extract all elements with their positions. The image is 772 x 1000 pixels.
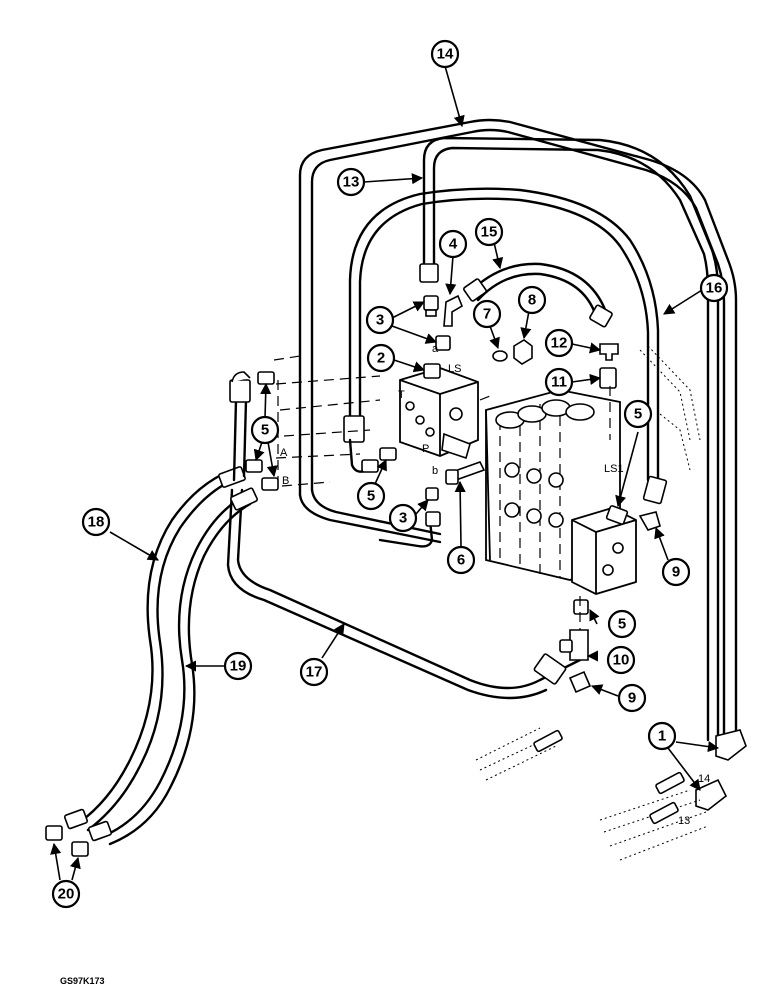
port-labels: LS LS1 A B T P a b 13 14 — [280, 343, 710, 827]
callout-13: 13 — [336, 167, 366, 197]
svg-text:11: 11 — [551, 374, 567, 391]
svg-text:5: 5 — [261, 422, 269, 439]
hose-18 — [78, 466, 246, 832]
callout-5-bottom: 5 — [607, 609, 637, 639]
svg-text:9: 9 — [628, 690, 636, 707]
callout-6: 6 — [446, 545, 476, 575]
hose-13 — [419, 136, 720, 742]
port-label-ls: LS — [448, 363, 461, 375]
fittings — [45, 294, 747, 857]
svg-text:18: 18 — [88, 514, 105, 531]
callout-8: 8 — [517, 285, 547, 315]
svg-text:17: 17 — [306, 664, 323, 681]
hose-left-vertical — [229, 371, 251, 482]
leader-arrows — [50, 65, 720, 881]
svg-text:16: 16 — [706, 280, 723, 297]
svg-text:3: 3 — [399, 510, 407, 527]
control-valve-stack — [485, 389, 637, 595]
hose-15 — [463, 262, 613, 328]
callout-11: 11 — [544, 367, 574, 397]
svg-text:10: 10 — [613, 652, 630, 669]
hose-label-14: 14 — [698, 773, 710, 785]
callout-1: 1 — [647, 721, 677, 751]
svg-text:8: 8 — [528, 292, 536, 309]
figure-code: GS97K173 — [60, 976, 105, 986]
callout-5-left: 5 — [250, 415, 280, 445]
svg-text:4: 4 — [449, 236, 458, 253]
svg-text:9: 9 — [672, 564, 680, 581]
svg-text:14: 14 — [437, 46, 454, 63]
svg-text:5: 5 — [367, 488, 375, 505]
svg-text:3: 3 — [376, 312, 384, 329]
callout-10: 10 — [606, 645, 636, 675]
svg-text:5: 5 — [634, 406, 642, 423]
callout-5-valve: 5 — [356, 481, 386, 511]
callout-20: 20 — [51, 879, 81, 909]
svg-text:2: 2 — [377, 350, 385, 367]
callout-9-upper: 9 — [661, 557, 691, 587]
callout-19: 19 — [223, 651, 253, 681]
port-label-lower-b: b — [432, 465, 438, 477]
hose-14 — [298, 118, 738, 742]
hose-label-13: 13 — [678, 815, 690, 827]
callout-16: 16 — [699, 273, 729, 303]
callout-12: 12 — [544, 328, 574, 358]
port-label-p: P — [422, 443, 429, 455]
callout-9-lower: 9 — [617, 683, 647, 713]
svg-text:15: 15 — [481, 224, 498, 241]
svg-text:5: 5 — [618, 616, 626, 633]
svg-text:7: 7 — [483, 306, 491, 323]
callout-3-lower: 3 — [388, 503, 418, 533]
callout-3-upper: 3 — [365, 305, 395, 335]
callout-14: 14 — [430, 39, 460, 69]
port-label-b: B — [282, 475, 289, 487]
callout-17: 17 — [299, 657, 329, 687]
callout-18: 18 — [81, 507, 111, 537]
svg-text:19: 19 — [230, 658, 247, 675]
callout-5-right-upper: 5 — [623, 399, 653, 429]
svg-text:1: 1 — [658, 728, 666, 745]
hose-inner-loop — [343, 187, 668, 505]
hose-stubs — [533, 729, 685, 825]
svg-text:20: 20 — [58, 886, 75, 903]
hose-lower-loop — [378, 518, 434, 548]
callout-7: 7 — [472, 299, 502, 329]
valve-block-2 — [399, 363, 479, 460]
port-label-lower-a: a — [432, 343, 439, 355]
callout-4: 4 — [438, 229, 468, 259]
svg-text:12: 12 — [551, 335, 568, 352]
svg-text:13: 13 — [343, 174, 360, 191]
callout-15: 15 — [474, 217, 504, 247]
hose-17 — [226, 488, 582, 700]
svg-text:6: 6 — [457, 552, 465, 569]
port-label-ls1: LS1 — [604, 463, 624, 475]
port-label-t: T — [398, 389, 405, 401]
callout-2: 2 — [366, 343, 396, 373]
port-label-a: A — [280, 447, 288, 459]
